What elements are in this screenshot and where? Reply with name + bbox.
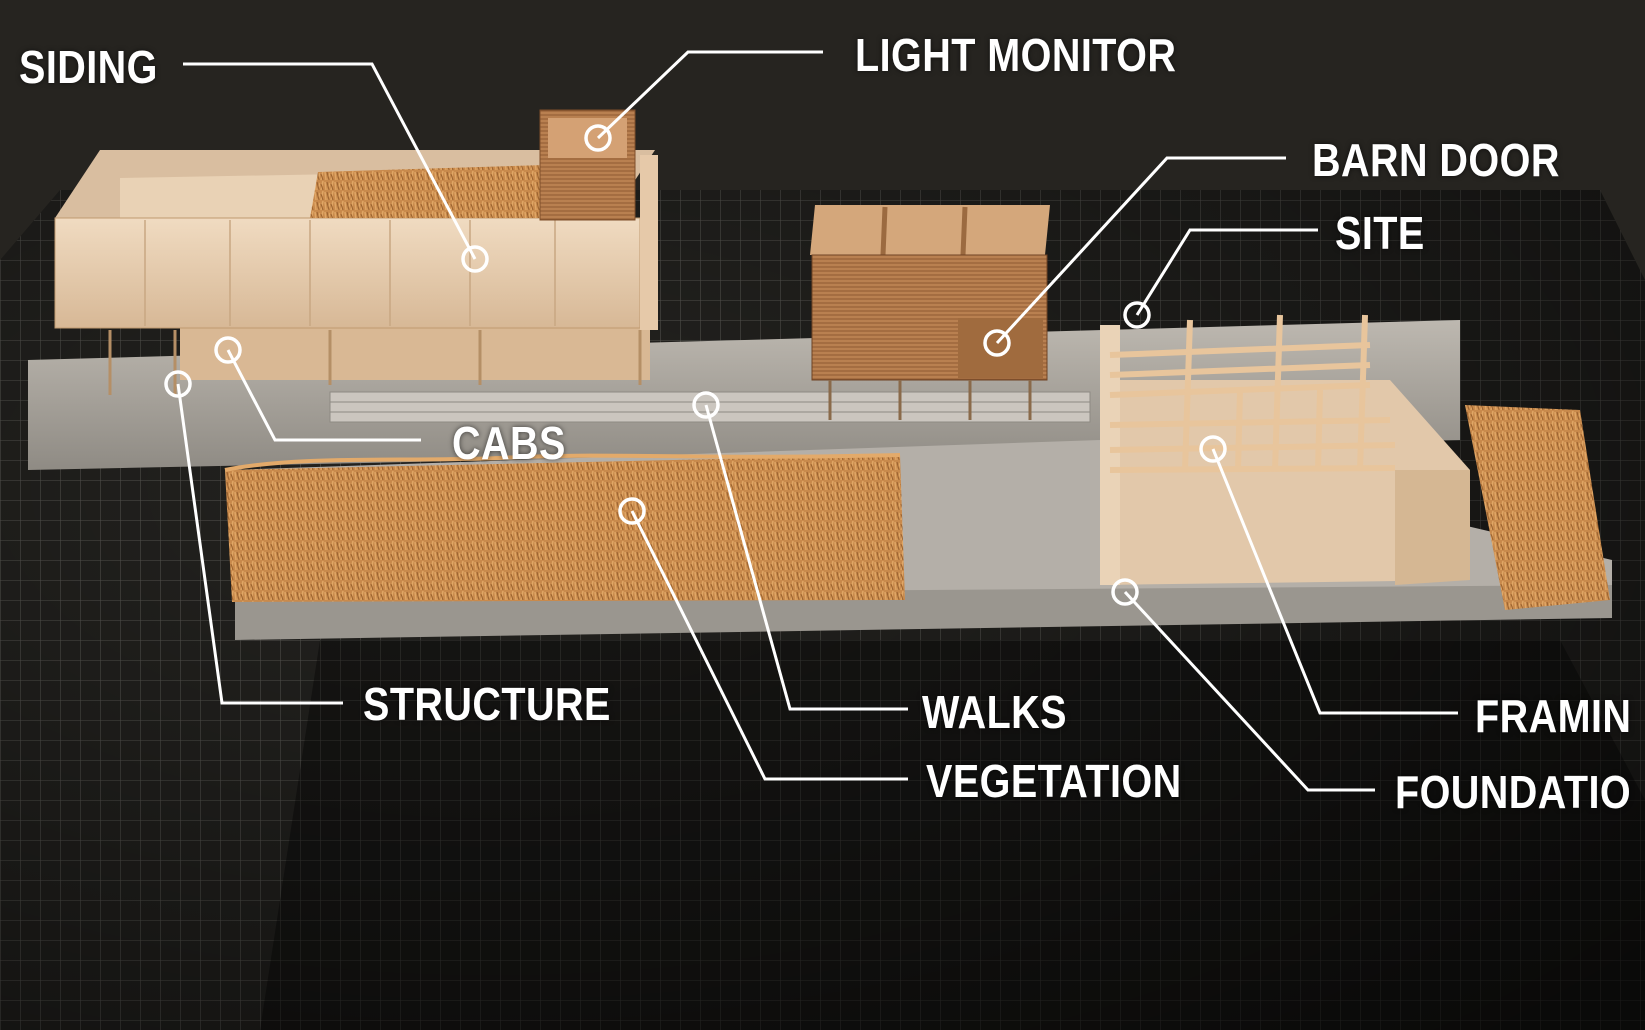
- vegetation-bed-top-edge: [224, 453, 901, 472]
- walks-marker: [692, 391, 720, 419]
- foundation-marker: [1111, 578, 1139, 606]
- label-cabs: CABS: [452, 417, 566, 469]
- site-marker: [1123, 301, 1151, 329]
- model-shadow: [260, 640, 1645, 1030]
- label-siding: SIDING: [19, 41, 158, 93]
- vegetation-clump: [1465, 405, 1610, 610]
- barn-stilts: [828, 380, 1032, 420]
- label-structure: STRUCTURE: [363, 678, 611, 730]
- structure-marker: [164, 370, 192, 398]
- cabs-block: [180, 325, 650, 380]
- label-site: SITE: [1335, 207, 1425, 259]
- siding-wall: [54, 217, 641, 329]
- foundation-leader: [1123, 590, 1375, 792]
- structure-posts: [108, 330, 642, 395]
- cabs-marker: [214, 336, 242, 364]
- barn-top: [810, 205, 1050, 255]
- structure-leader: [176, 383, 343, 705]
- framing-end-wall: [1100, 325, 1120, 585]
- framing-marker: [1199, 435, 1227, 463]
- walks-leader: [704, 404, 908, 711]
- label-walks: WALKS: [922, 686, 1068, 738]
- siding-seams: [144, 220, 556, 326]
- label-light-monitor: LIGHT MONITOR: [855, 29, 1177, 81]
- callout-leaders: [176, 50, 1458, 792]
- light-monitor-leader: [596, 50, 823, 140]
- light-monitor-marker: [584, 124, 612, 152]
- barn-door-leader: [995, 156, 1286, 345]
- framing-base: [1100, 380, 1470, 585]
- barn-door: [958, 318, 1043, 378]
- framing-members: [1109, 314, 1396, 473]
- label-framing: FRAMIN: [1475, 690, 1632, 742]
- walk-plank-lines: [330, 401, 1090, 413]
- vegetation-leader: [630, 510, 908, 781]
- label-vegetation: VEGETATION: [926, 755, 1182, 807]
- siding-marker: [461, 245, 489, 273]
- framing-leader: [1211, 448, 1458, 715]
- barn-door-marker: [983, 329, 1011, 357]
- label-foundation: FOUNDATIO: [1395, 766, 1632, 818]
- vegetation-bed: [225, 455, 905, 602]
- siding-leader: [183, 62, 477, 260]
- cabs-leader: [226, 349, 421, 442]
- framing-side-panel: [1395, 470, 1470, 585]
- callout-markers: [164, 124, 1227, 606]
- roof-vegetation: [310, 165, 545, 218]
- label-barn-door: BARN DOOR: [1312, 134, 1560, 186]
- barn-rafters: [880, 206, 968, 256]
- site-leader: [1135, 228, 1318, 316]
- vegetation-marker: [618, 497, 646, 525]
- siding-end-wall: [640, 155, 658, 330]
